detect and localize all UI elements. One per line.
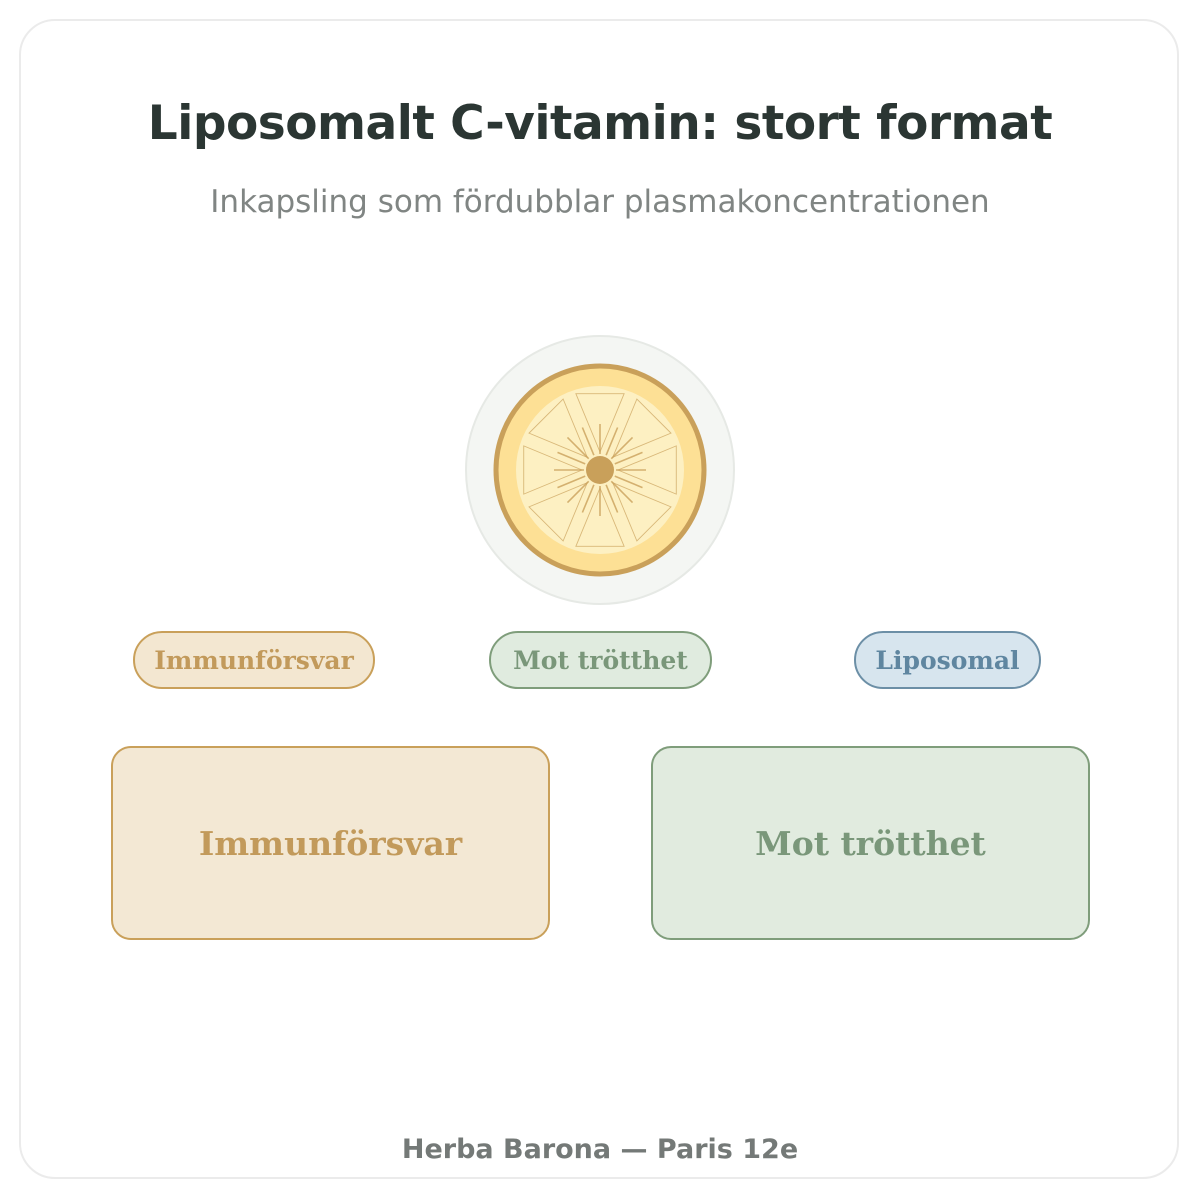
lemon-segment	[616, 445, 677, 495]
lemon-ray	[566, 436, 590, 460]
lemon-segment	[575, 393, 625, 454]
lemon-ray	[581, 427, 595, 456]
lemon-ray	[566, 480, 590, 504]
lemon-segment	[528, 481, 589, 542]
lemon-ray	[557, 475, 586, 489]
lemon-segment	[523, 445, 584, 495]
lemon-core	[586, 456, 614, 484]
lemon-ray	[610, 480, 634, 504]
lemon-ray	[605, 427, 619, 456]
page-title: Liposomalt C-vitamin: stort format	[147, 96, 1053, 151]
panel-fatigue: Mot trötthet	[651, 746, 1090, 940]
lemon-ray	[605, 484, 619, 513]
lemon-ray	[610, 436, 634, 460]
panel-immune: Immunförsvar	[111, 746, 550, 940]
lemon-rays	[554, 424, 646, 516]
lemon-ray	[614, 451, 643, 465]
footer-credit: Herba Barona — Paris 12e	[401, 1134, 799, 1165]
tag-fatigue: Mot trötthet	[489, 631, 712, 689]
lemon-segment	[611, 481, 672, 542]
lemon-segment	[611, 398, 672, 459]
lemon-segment	[528, 398, 589, 459]
lemon-slice-icon	[465, 335, 735, 605]
lemon-segment	[575, 486, 625, 547]
lemon-segments	[523, 393, 677, 547]
lemon-ray	[557, 451, 586, 465]
tag-immune: Immunförsvar	[133, 631, 375, 689]
page-subtitle: Inkapsling som fördubblar plasmakoncentr…	[210, 184, 990, 220]
lemon-ray	[614, 475, 643, 489]
tag-liposomal: Liposomal	[854, 631, 1041, 689]
lemon-ray	[581, 484, 595, 513]
